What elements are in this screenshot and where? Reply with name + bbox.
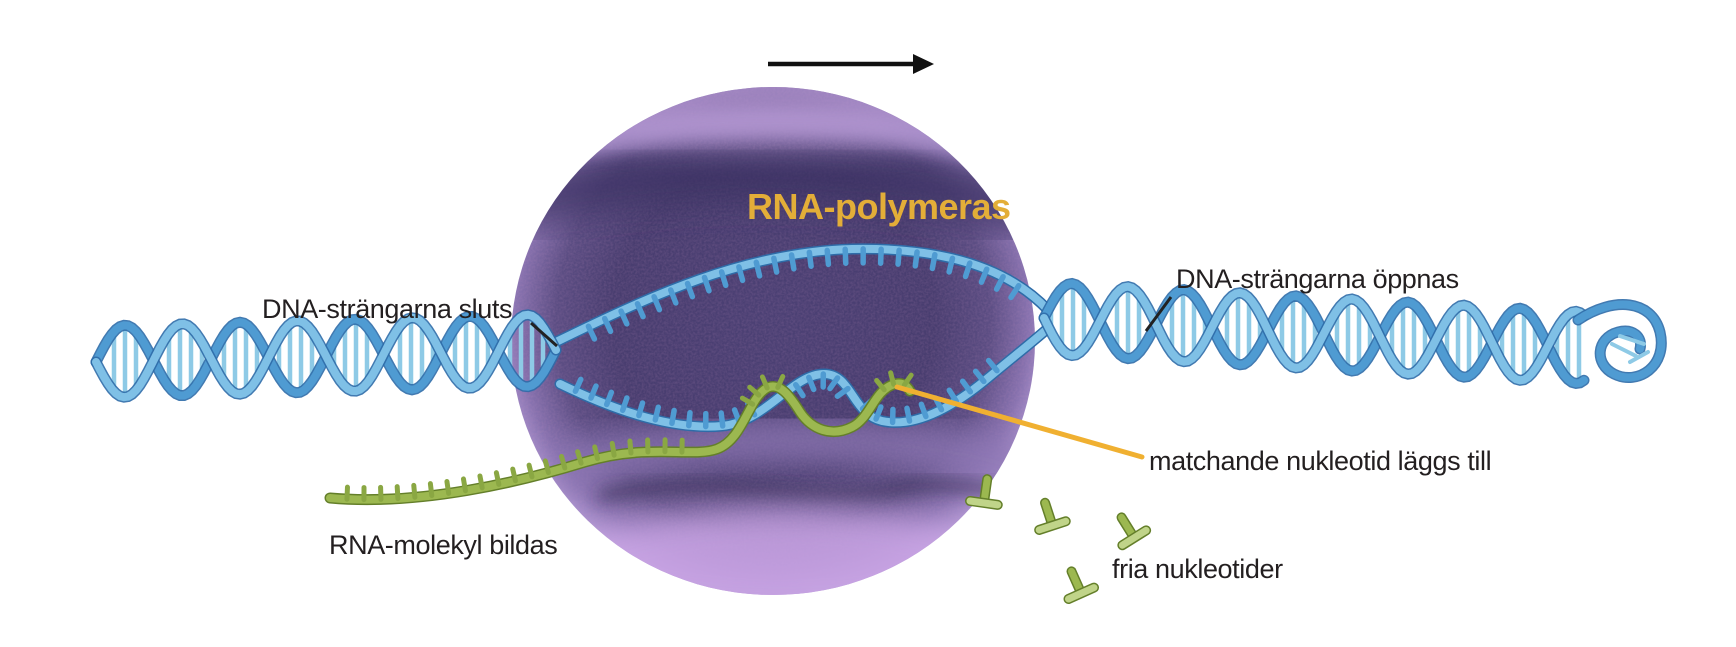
rna-strand [324,378,916,506]
base-teeth [792,371,851,399]
free-nucleotide [1034,497,1071,535]
base-teeth [739,374,786,407]
free-nucleotide [1063,566,1100,605]
label-matching-nucleotide: matchande nukleotid läggs till [1149,446,1492,476]
pointer-line-dna-sluts [530,321,558,348]
label-free-nucleotides: fria nukleotider [1112,554,1283,584]
rna-polymerase-blob [511,87,1035,595]
free-nucleotide [965,474,1003,510]
nucleic-acid-art [90,243,1667,605]
base-teeth [874,370,914,393]
label-dna-strands-open: DNA-strängarna öppnas [1176,264,1459,294]
dna-helix-coil [1572,299,1667,383]
pointer-line-matchande [894,384,1145,460]
dna-template-strand-lower [554,324,1052,433]
label-rna-molecule-forms: RNA-molekyl bildas [329,530,558,560]
free-nucleotide [1116,512,1152,551]
label-dna-strands-close: DNA-strängarna sluts [262,294,513,324]
dna-helix-right [1038,277,1590,390]
dna-helix-left [90,309,562,403]
base-teeth [572,376,758,430]
label-rna-polymeras: RNA-polymeras [747,186,1011,227]
pointer-line-dna-oppnas [1144,296,1173,332]
base-teeth [585,246,1022,342]
direction-arrow [768,54,934,74]
base-teeth [344,437,685,503]
